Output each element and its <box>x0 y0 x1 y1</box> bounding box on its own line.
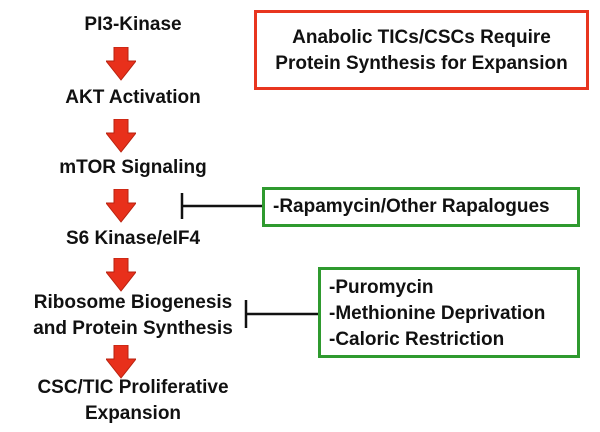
step-label-line-1: Ribosome Biogenesis <box>33 292 233 313</box>
inhibition-line-rapamycin <box>180 191 262 221</box>
step-mtor-signaling: mTOR Signaling <box>8 155 258 181</box>
step-ribosome-biogenesis: Ribosome Biogenesis and Protein Synthesi… <box>8 290 258 342</box>
step-label: mTOR Signaling <box>59 157 207 178</box>
inhibitor-item: -Puromycin <box>329 277 434 298</box>
down-arrow-icon <box>106 345 136 379</box>
translation-inhibitors-box: -Puromycin -Methionine Deprivation -Calo… <box>318 267 580 358</box>
down-arrow-icon <box>106 119 136 153</box>
callout-line-1: Anabolic TICs/CSCs Require <box>292 27 551 48</box>
down-arrow-icon <box>106 258 136 292</box>
inhibitor-item: -Caloric Restriction <box>329 329 505 350</box>
step-label-line-2: Expansion <box>84 403 182 424</box>
down-arrow-icon <box>106 47 136 81</box>
step-label: S6 Kinase/eIF4 <box>65 228 201 249</box>
callout-line-2: Protein Synthesis for Expansion <box>275 53 568 74</box>
step-label-line-1: CSC/TIC Proliferative <box>37 377 229 398</box>
step-pi3-kinase: PI3-Kinase <box>8 12 258 38</box>
inhibition-line-translation <box>244 298 318 330</box>
step-csc-tic-expansion: CSC/TIC Proliferative Expansion <box>8 375 258 427</box>
inhibitor-item: -Rapamycin/Other Rapalogues <box>273 196 550 217</box>
inhibitor-item: -Methionine Deprivation <box>329 303 546 324</box>
step-akt-activation: AKT Activation <box>8 85 258 111</box>
step-s6-kinase: S6 Kinase/eIF4 <box>8 226 258 252</box>
down-arrow-icon <box>106 189 136 223</box>
step-label-line-2: and Protein Synthesis <box>33 318 233 339</box>
step-label: PI3-Kinase <box>84 14 182 35</box>
step-label: AKT Activation <box>65 87 201 108</box>
callout-box: Anabolic TICs/CSCs Require Protein Synth… <box>254 10 589 90</box>
rapamycin-box: -Rapamycin/Other Rapalogues <box>262 187 580 227</box>
